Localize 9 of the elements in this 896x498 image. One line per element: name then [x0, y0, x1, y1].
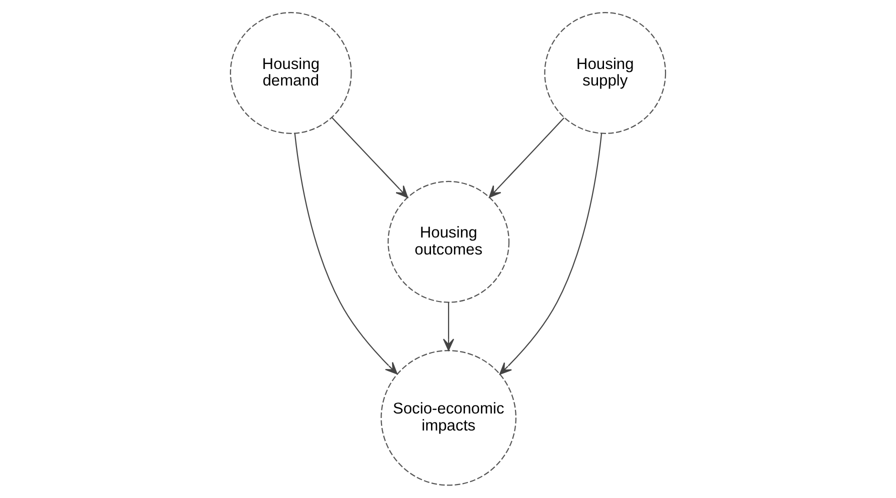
arrow — [294, 133, 398, 374]
node-circle: Socio-economic impacts — [380, 350, 516, 486]
arrow — [442, 302, 454, 351]
node-circle: Housing outcomes — [388, 180, 510, 303]
arrow — [331, 117, 408, 198]
arrow — [499, 133, 602, 375]
node-circle: Housing demand — [230, 12, 352, 134]
arrow — [488, 118, 564, 198]
node-circle: Housing supply — [544, 12, 666, 134]
